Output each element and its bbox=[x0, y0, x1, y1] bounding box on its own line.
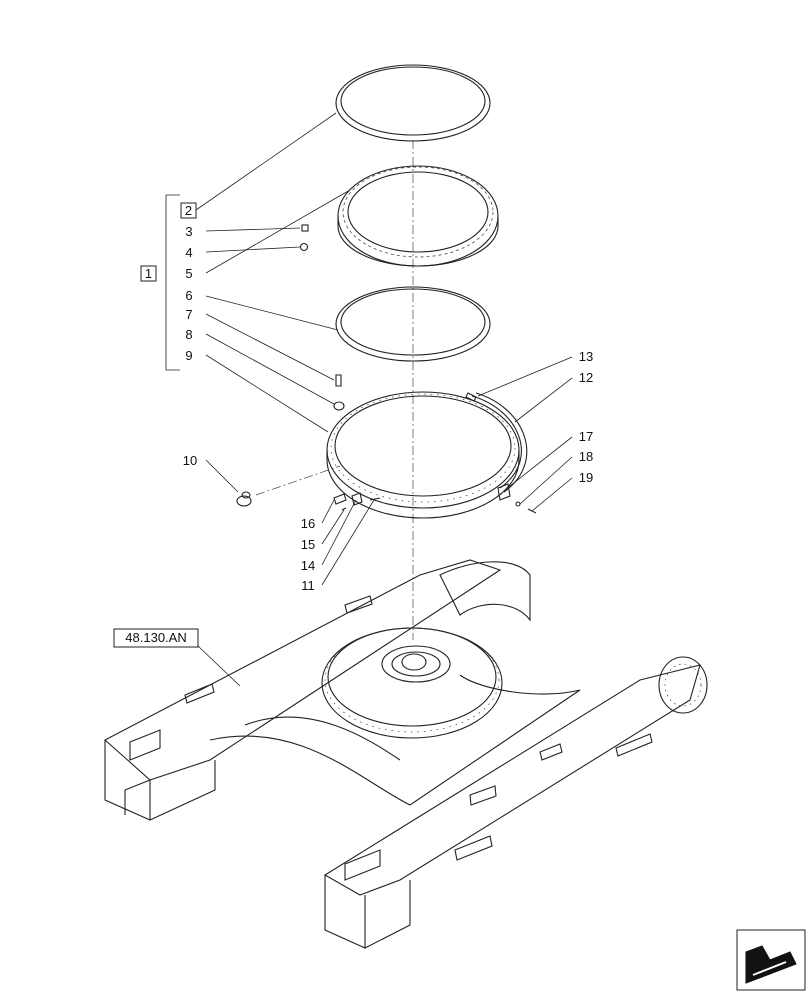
pipe-fitting bbox=[465, 392, 477, 402]
callout-8: 8 bbox=[185, 327, 192, 342]
fitting-16 bbox=[333, 493, 347, 505]
callout-box-2 bbox=[180, 202, 197, 219]
callout-13: 13 bbox=[579, 349, 593, 364]
seal-ring-middle bbox=[335, 286, 491, 362]
callout-3: 3 bbox=[185, 224, 192, 239]
callout-4: 4 bbox=[185, 245, 192, 260]
callout-19: 19 bbox=[579, 470, 593, 485]
callout-11: 11 bbox=[301, 578, 315, 593]
callout-10: 10 bbox=[183, 453, 197, 468]
callout-1: 1 bbox=[145, 266, 152, 281]
reference-box bbox=[113, 628, 199, 648]
callout-14: 14 bbox=[301, 558, 315, 573]
leader-lines bbox=[195, 112, 573, 687]
grease-pipe-outer bbox=[475, 392, 528, 493]
fitting-15 bbox=[341, 507, 347, 511]
callout-6: 6 bbox=[185, 288, 192, 303]
fitting-14 bbox=[351, 492, 363, 506]
next-page-arrow-icon[interactable] bbox=[736, 929, 806, 991]
fitting-11 bbox=[369, 497, 381, 501]
undercarriage-frame bbox=[104, 559, 708, 949]
callout-7: 7 bbox=[185, 307, 192, 322]
plug-part-2 bbox=[333, 401, 345, 411]
callout-2: 2 bbox=[185, 203, 192, 218]
washer-part bbox=[515, 501, 521, 507]
fitting-part bbox=[335, 374, 342, 387]
callout-15: 15 bbox=[301, 537, 315, 552]
grease-nipple bbox=[236, 491, 252, 507]
plug-part bbox=[301, 224, 309, 232]
slewing-bearing bbox=[326, 391, 520, 519]
ball-part bbox=[299, 242, 309, 252]
clamp-bracket bbox=[497, 483, 511, 501]
callout-box-1 bbox=[140, 265, 157, 282]
callout-12: 12 bbox=[579, 370, 593, 385]
seal-ring-top bbox=[335, 64, 491, 142]
group-bracket bbox=[165, 194, 180, 371]
callout-17: 17 bbox=[579, 429, 593, 444]
grease-pipe bbox=[471, 395, 522, 489]
internal-gear-ring bbox=[337, 165, 499, 267]
reference-label[interactable]: 48.130.AN bbox=[125, 630, 186, 645]
callout-5: 5 bbox=[185, 266, 192, 281]
callout-9: 9 bbox=[185, 348, 192, 363]
nipple-axis bbox=[255, 465, 341, 496]
callout-18: 18 bbox=[579, 449, 593, 464]
callout-16: 16 bbox=[301, 516, 315, 531]
